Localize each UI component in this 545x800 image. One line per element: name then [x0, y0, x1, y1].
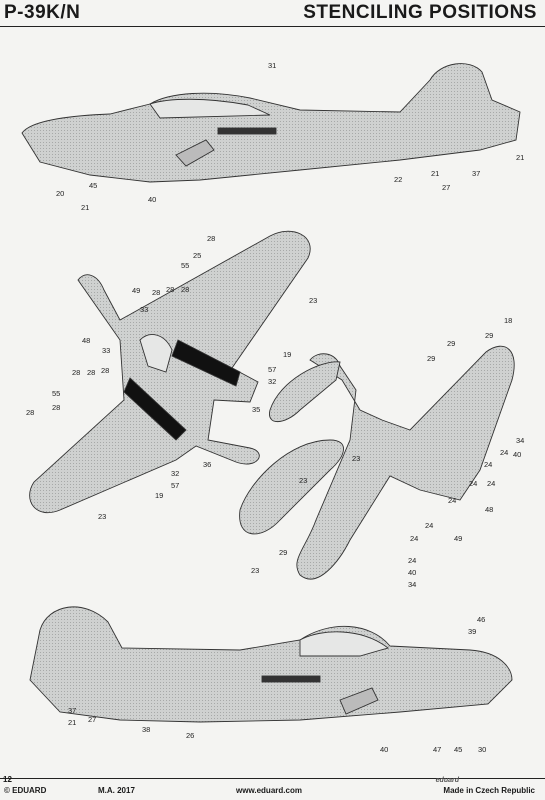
callout: 46 [477, 615, 485, 624]
bottom-view [239, 345, 515, 580]
side-view-right [29, 606, 513, 723]
callout: 19 [155, 491, 163, 500]
callout: 40 [513, 450, 521, 459]
callout: 26 [186, 731, 194, 740]
callout: 49 [454, 534, 462, 543]
callout: 29 [447, 339, 455, 348]
callout: 45 [89, 181, 97, 190]
callout: 24 [408, 556, 416, 565]
callout: 34 [516, 436, 524, 445]
callout: 29 [485, 331, 493, 340]
made-in: Made in Czech Republic [443, 786, 535, 795]
callout: 23 [352, 454, 360, 463]
callout: 28 [101, 366, 109, 375]
callout: 37 [68, 706, 76, 715]
callout: 32 [268, 377, 276, 386]
callout: 22 [394, 175, 402, 184]
callout: 29 [427, 354, 435, 363]
callout: 28 [52, 403, 60, 412]
callout: 31 [268, 61, 276, 70]
callout: 24 [500, 448, 508, 457]
callout: 28 [166, 285, 174, 294]
callout: 19 [283, 350, 291, 359]
callout: 57 [171, 481, 179, 490]
callout: 24 [487, 479, 495, 488]
callout: 48 [485, 505, 493, 514]
top-view [29, 230, 311, 514]
callout: 36 [203, 460, 211, 469]
callout: 24 [484, 460, 492, 469]
callout: 40 [408, 568, 416, 577]
callout: 45 [454, 745, 462, 754]
callout: 28 [87, 368, 95, 377]
callout: 40 [148, 195, 156, 204]
callout: 24 [425, 521, 433, 530]
callout: 27 [88, 715, 96, 724]
callout: 34 [408, 580, 416, 589]
callout: 21 [81, 203, 89, 212]
callout: 23 [299, 476, 307, 485]
callout: 28 [152, 288, 160, 297]
callout: 47 [433, 745, 441, 754]
callout: 28 [207, 234, 215, 243]
callout: 37 [472, 169, 480, 178]
callout: 40 [380, 745, 388, 754]
website-url: www.eduard.com [236, 786, 302, 795]
brand-logo: eduard [435, 777, 459, 784]
callout: 23 [98, 512, 106, 521]
callout: 57 [268, 365, 276, 374]
callout: 21 [68, 718, 76, 727]
callout: 18 [504, 316, 512, 325]
callout: 32 [171, 469, 179, 478]
callout: 20 [56, 189, 64, 198]
footer-rule [0, 778, 545, 779]
author-year: M.A. 2017 [98, 786, 135, 795]
callout: 27 [442, 183, 450, 192]
callout: 28 [181, 285, 189, 294]
callout: 48 [82, 336, 90, 345]
copyright: © EDUARD [4, 786, 47, 795]
callout: 55 [181, 261, 189, 270]
callout: 25 [193, 251, 201, 260]
callout: 28 [26, 408, 34, 417]
callout: 33 [102, 346, 110, 355]
page-title: STENCILING POSITIONS [303, 2, 537, 23]
callout: 38 [142, 725, 150, 734]
callout: 24 [410, 534, 418, 543]
callout: 35 [252, 405, 260, 414]
callout: 33 [140, 305, 148, 314]
callout: 29 [279, 548, 287, 557]
callout: 23 [251, 566, 259, 575]
side-view-left [21, 63, 521, 183]
callout-labels: 31 20 45 21 40 22 21 27 37 21 28 25 55 4… [26, 61, 524, 754]
callout: 24 [469, 479, 477, 488]
callout: 21 [516, 153, 524, 162]
page-number: 12 [3, 775, 12, 784]
callout: 21 [431, 169, 439, 178]
callout: 23 [309, 296, 317, 305]
header-rule [0, 26, 545, 27]
callout: 49 [132, 286, 140, 295]
callout: 24 [448, 496, 456, 505]
callout: 39 [468, 627, 476, 636]
model-title: P-39K/N [4, 2, 81, 23]
callout: 55 [52, 389, 60, 398]
callout: 30 [478, 745, 486, 754]
callout: 28 [72, 368, 80, 377]
